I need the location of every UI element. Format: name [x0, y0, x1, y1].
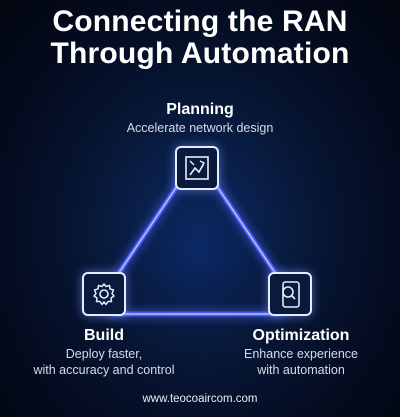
optimization-node: [268, 272, 312, 316]
build-label: Build Deploy faster, with accuracy and c…: [0, 326, 208, 378]
optimization-title: Optimization: [252, 327, 350, 344]
mobile-search-icon: [282, 281, 300, 308]
gear-icon: [93, 283, 115, 306]
planning-node: [175, 146, 219, 190]
planning-desc: Accelerate network design: [126, 121, 274, 135]
planning-label: Planning Accelerate network design: [100, 100, 300, 136]
network-design-icon: [185, 156, 209, 180]
website-url: www.teocoaircom.com: [142, 393, 258, 405]
build-desc-line-1: Deploy faster,: [65, 347, 143, 361]
optimization-desc-line-2: with automation: [257, 363, 345, 377]
title-line-1: Connecting the RAN: [52, 5, 348, 38]
optimization-label: Optimization Enhance experience with aut…: [206, 326, 396, 378]
build-title: Build: [84, 327, 124, 344]
page-title: Connecting the RAN Through Automation: [0, 6, 400, 70]
title-line-2: Through Automation: [50, 37, 350, 70]
planning-title: Planning: [166, 101, 234, 118]
build-desc-line-2: with accuracy and control: [33, 363, 175, 377]
build-node: [82, 272, 126, 316]
optimization-desc-line-1: Enhance experience: [244, 347, 358, 361]
